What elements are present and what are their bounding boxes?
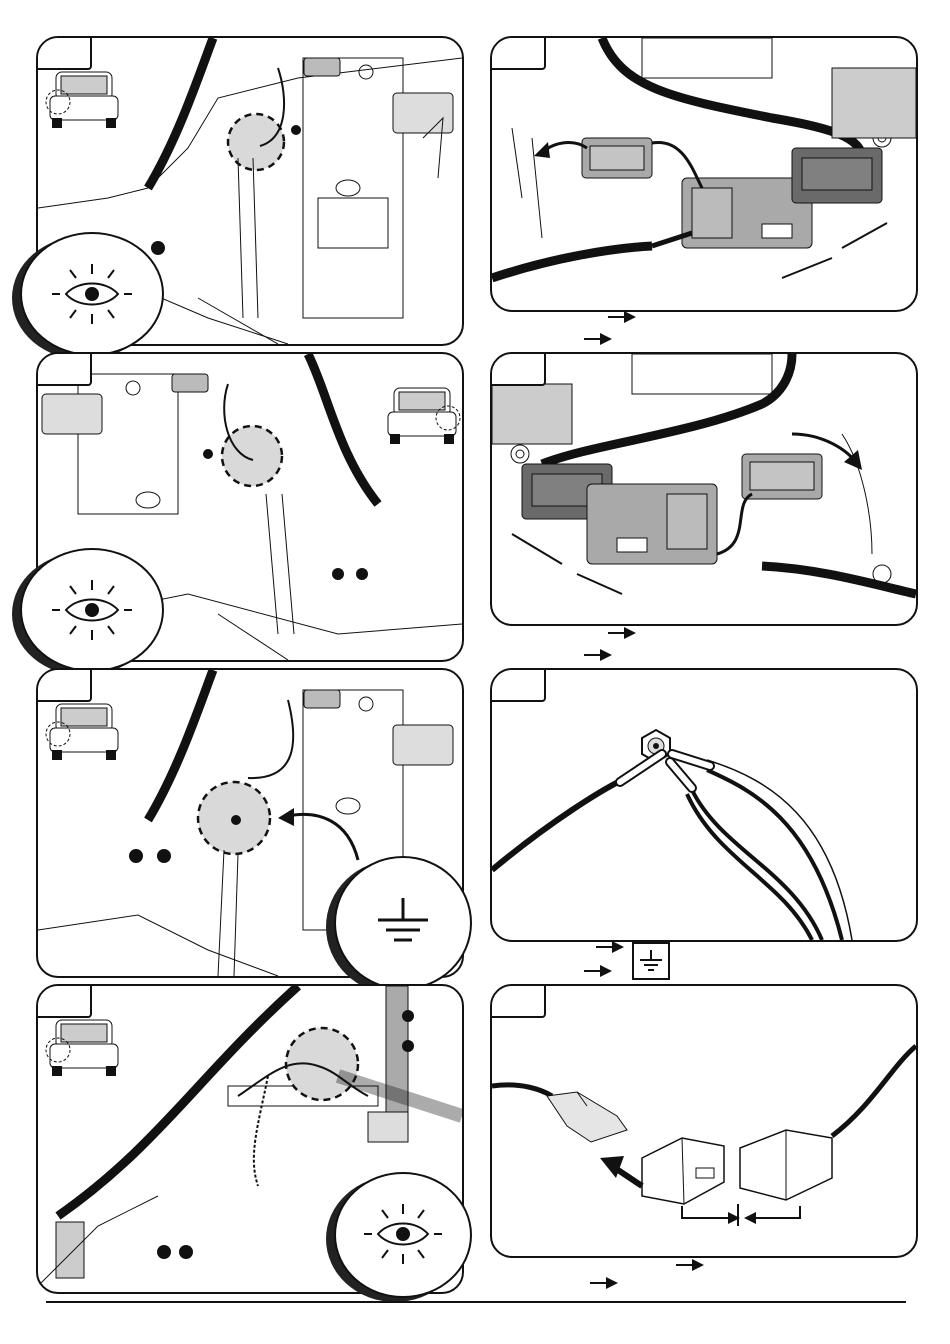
- step-4-panel: [490, 352, 918, 626]
- step-3-eye-badge: [20, 548, 164, 672]
- step-4-number-tab: [490, 352, 546, 386]
- arrow-right-icon: [584, 964, 612, 978]
- step-7-eye-badge: [334, 1172, 472, 1298]
- female-housing: [642, 1138, 724, 1204]
- eye-icon: [22, 550, 162, 670]
- connector-center: [587, 484, 717, 564]
- arrow-right-icon: [596, 940, 624, 954]
- car-thumbnail: [46, 704, 118, 760]
- step-2-number-tab: [490, 36, 546, 70]
- step-7-number-tab: [36, 984, 92, 1018]
- male-housing: [740, 1130, 832, 1200]
- ground-symbol-box: [632, 942, 670, 980]
- step-8-instruction-arrows: [590, 1256, 700, 1292]
- step-1-eye-badge: [20, 232, 164, 356]
- step-2-instruction-arrows: [584, 308, 644, 348]
- connector-right: [792, 148, 882, 203]
- step-1-number-tab: [36, 36, 92, 70]
- footer-rule: [46, 1301, 906, 1303]
- step-6-panel: [490, 668, 918, 942]
- arrow-right-icon: [584, 332, 612, 346]
- step-2-illustration: [492, 38, 916, 310]
- eye-icon: [22, 234, 162, 354]
- ground-icon: [336, 858, 470, 988]
- eye-icon: [336, 1174, 470, 1296]
- step-4-instruction-arrows: [584, 624, 644, 664]
- connector-right: [742, 454, 822, 499]
- arrow-right-icon: [608, 626, 636, 640]
- step-6-number-tab: [490, 668, 546, 702]
- step-6-illustration: [492, 670, 916, 940]
- car-thumbnail: [46, 1020, 118, 1076]
- car-thumbnail: [388, 388, 460, 444]
- spade-terminal: [547, 1092, 627, 1142]
- step-4-illustration: [492, 354, 916, 624]
- step-8-illustration: [492, 986, 916, 1256]
- step-2-panel: [490, 36, 918, 312]
- arrow-right-icon: [590, 1276, 618, 1290]
- arrow-right-icon: [584, 648, 612, 662]
- arrow-right-icon: [608, 310, 636, 324]
- step-8-number-tab: [490, 984, 546, 1018]
- step-5-number-tab: [36, 668, 92, 702]
- ground-icon: [634, 944, 668, 978]
- step-3-number-tab: [36, 352, 92, 386]
- step-8-panel: [490, 984, 918, 1258]
- car-thumbnail: [46, 72, 118, 128]
- step-5-ground-badge: [334, 856, 472, 990]
- connector-left: [582, 138, 652, 178]
- arrow-right-icon: [676, 1258, 704, 1272]
